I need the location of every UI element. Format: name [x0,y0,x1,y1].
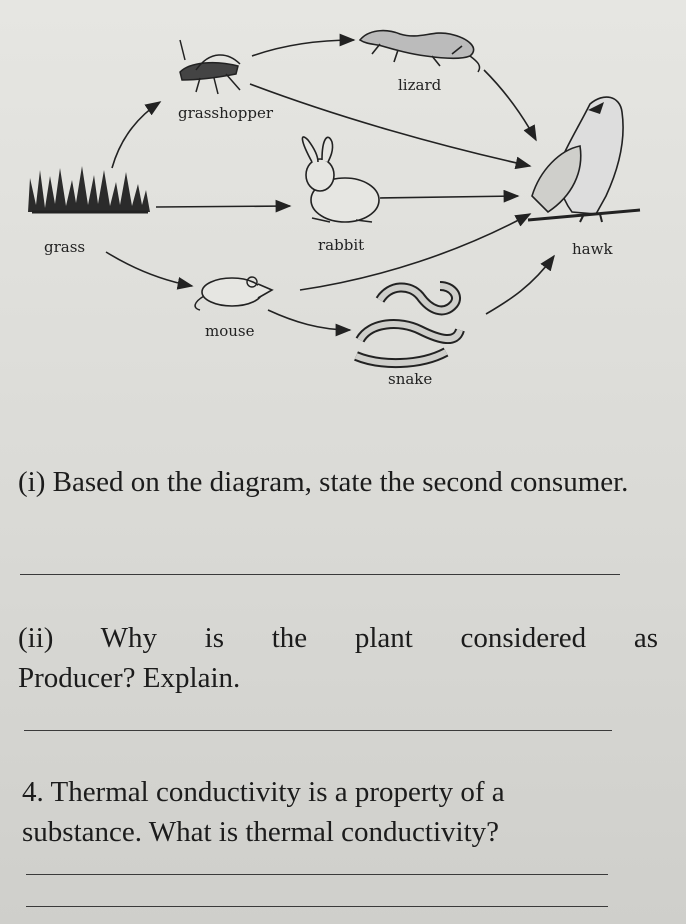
arrow-lizard-to-hawk [483,69,537,142]
answer-line-ii[interactable] [24,730,612,731]
arrow-snake-to-hawk [485,254,555,315]
arrow-grass-to-mouse [105,251,194,290]
arrow-mouse-to-hawk [299,213,532,291]
question-i: (i) Based on the diagram, state the seco… [18,466,629,498]
arrow-mouse-to-snake [267,309,352,337]
hawk-illustration [527,96,641,223]
question-4-line1: 4. Thermal conductivity is a property of… [22,776,505,808]
arrow-grasshopper-to-lizard [251,33,356,57]
arrow-grasshopper-to-hawk [249,83,532,170]
mouse-illustration [194,276,274,311]
label-lizard: lizard [398,76,442,94]
label-rabbit: rabbit [318,236,365,254]
arrow-rabbit-to-hawk [379,189,520,203]
question-ii-line2: Producer? Explain. [18,662,241,694]
lizard-illustration [358,29,481,73]
label-hawk: hawk [572,240,613,258]
question-4-line2: substance. What is thermal conductivity? [22,816,500,848]
grass-illustration [28,166,150,214]
arrow-grass-to-grasshopper [111,101,162,169]
answer-line-i[interactable] [20,574,620,575]
label-grass: grass [44,238,86,256]
label-mouse: mouse [205,322,255,340]
answer-line-4b[interactable] [26,906,608,907]
arrow-grass-to-rabbit [155,199,292,213]
grasshopper-illustration [179,39,241,95]
answer-line-4a[interactable] [26,874,608,875]
label-grasshopper: grasshopper [178,104,274,122]
label-snake: snake [388,370,433,388]
food-web-arrows [105,33,555,337]
food-web-diagram [28,29,641,368]
question-ii-line1: (ii) Why is the plant considered as [18,622,658,654]
snake-illustration [354,281,465,368]
rabbit-illustration [301,136,380,223]
